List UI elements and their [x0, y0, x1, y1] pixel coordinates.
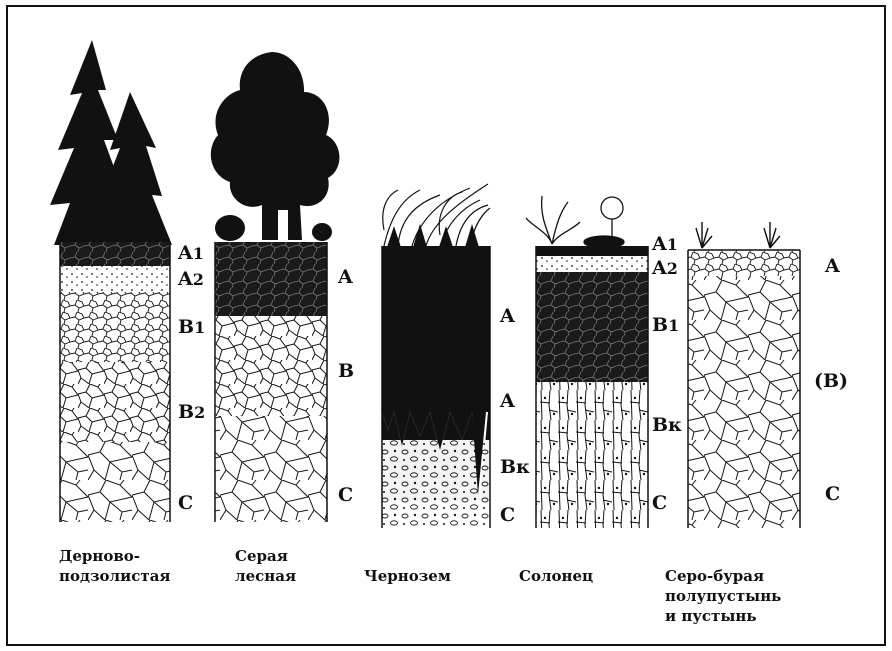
profile-4-solonetz — [526, 196, 648, 528]
horizon-label: A — [825, 257, 840, 276]
horizon-index: 1 — [667, 235, 678, 254]
profile-2-grey-forest — [211, 52, 340, 522]
horizon-label: C — [825, 485, 840, 504]
horizon-label: A — [500, 392, 515, 411]
horizon-index: 1 — [668, 316, 679, 335]
horizon-label: C — [500, 506, 515, 525]
horizon-label: A2 — [178, 270, 204, 289]
horizon-index: 2 — [194, 403, 205, 422]
profile-caption: Чернозем — [364, 566, 451, 586]
desert-plants-icon — [526, 196, 624, 248]
profile-caption: Дерново- подзолистая — [59, 546, 171, 586]
horizon-label: Bк — [500, 458, 530, 477]
horizon-label: A2 — [652, 259, 678, 278]
conifer-trees-icon — [50, 40, 172, 245]
profile-3-chernozem — [382, 184, 490, 528]
sparse-grass-icon — [696, 222, 780, 248]
horizon-label: (B) — [814, 372, 848, 391]
profile-5-grey-brown — [688, 222, 800, 528]
profile-caption: Серо-бурая полупустынь и пустынь — [665, 566, 781, 626]
profile-caption: Солонец — [519, 566, 593, 586]
horizon-label: C — [652, 494, 667, 513]
horizon-index: 1 — [193, 244, 204, 263]
horizon-label: B1 — [178, 318, 205, 337]
horizon-label: A — [500, 307, 515, 326]
horizon-label: B1 — [652, 316, 679, 335]
profile-caption: Серая лесная — [235, 546, 296, 586]
horizon-label: C — [178, 494, 193, 513]
horizon-label: A1 — [178, 244, 204, 263]
horizon-label: A — [338, 268, 353, 287]
horizon-label: B2 — [178, 403, 205, 422]
horizon-index: 2 — [667, 259, 678, 278]
profile-1-soddy-podzolic — [50, 40, 172, 522]
steppe-grass-icon — [383, 184, 490, 246]
horizon-index: 1 — [194, 318, 205, 337]
horizon-index: 2 — [193, 270, 204, 289]
horizon-label: C — [338, 486, 353, 505]
horizon-label: B — [338, 362, 354, 381]
horizon-label: A1 — [652, 235, 678, 254]
horizon-label: Bк — [652, 416, 682, 435]
deciduous-tree-icon — [211, 52, 340, 241]
